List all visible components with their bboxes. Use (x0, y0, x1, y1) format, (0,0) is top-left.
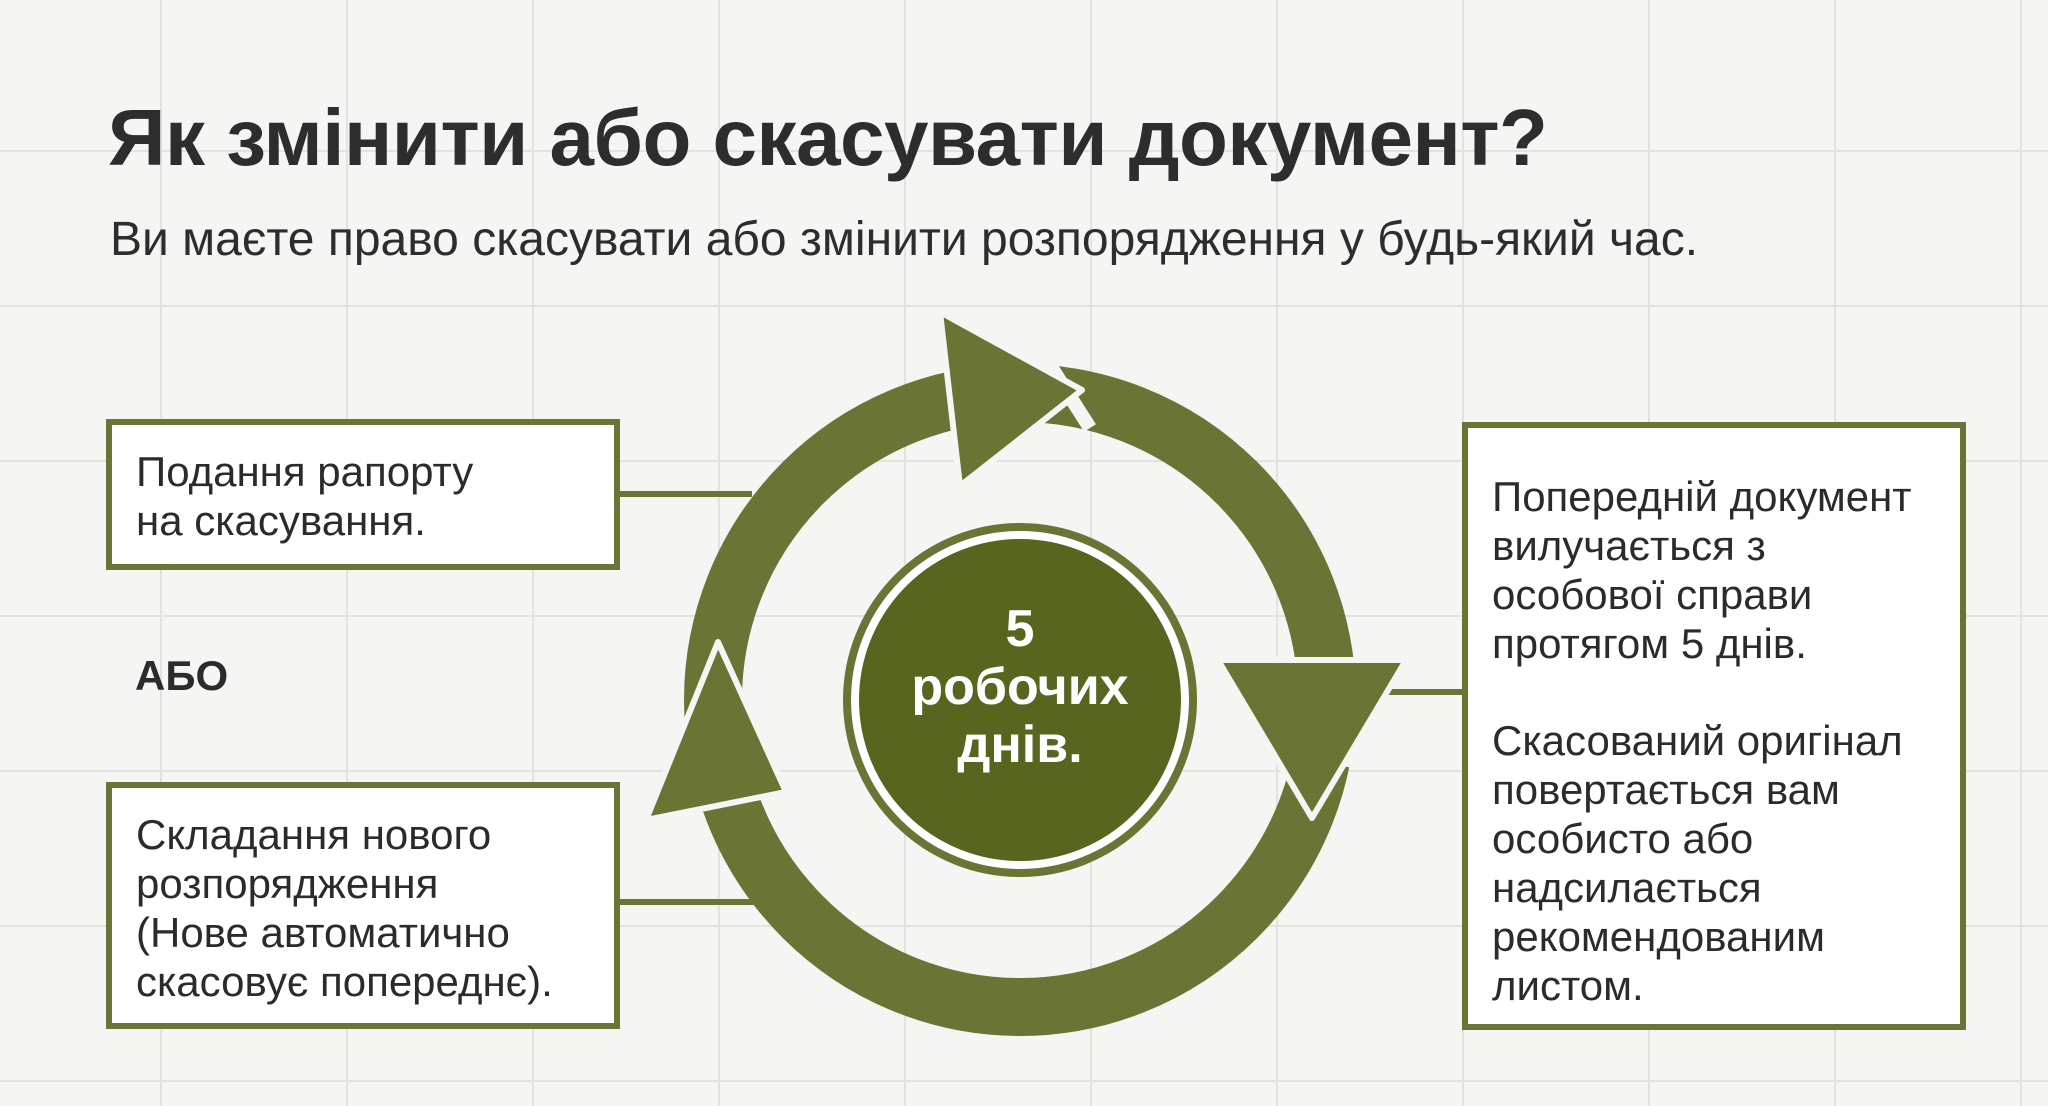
or-separator: АБО (135, 652, 229, 699)
result-line: надсилається (1492, 864, 1762, 911)
result-line: листом. (1492, 962, 1644, 1009)
result-box: Попередній документ вилучається з особов… (1462, 422, 1966, 1030)
result-line: протягом 5 днів. (1492, 620, 1807, 667)
step-box-report: Подання рапорту на скасування. (106, 419, 620, 570)
result-paragraph-removal: Попередній документ вилучається з особов… (1492, 472, 1936, 668)
result-line: Попередній документ (1492, 473, 1912, 520)
result-line: вилучається з (1492, 522, 1766, 569)
center-badge (851, 531, 1189, 869)
center-badge-outline (843, 523, 1197, 877)
result-line: рекомендованим (1492, 913, 1825, 960)
result-line: повертається вам (1492, 766, 1840, 813)
result-paragraph-return: Скасований оригінал повертається вам осо… (1492, 716, 1936, 1010)
result-line: особової справи (1492, 571, 1813, 618)
center-badge-word1: робочих (911, 658, 1129, 716)
arrow-head-left-icon (643, 639, 789, 823)
result-line: Скасований оригінал (1492, 717, 1903, 764)
page-title: Як змінити або скасувати документ? (108, 93, 1548, 182)
step-box-report-line: на скасування. (136, 497, 426, 544)
arrow-head-right-icon (1215, 657, 1409, 821)
step-box-new-order-line: (Нове автоматично (136, 909, 510, 956)
step-box-new-order: Складання нового розпорядження (Нове авт… (106, 782, 620, 1029)
step-box-new-order-line: скасовує попереднє). (136, 958, 553, 1005)
result-line: особисто або (1492, 815, 1754, 862)
center-badge-text: 5 робочих днів. (880, 600, 1160, 774)
page-subtitle: Ви маєте право скасувати або змінити роз… (110, 213, 1699, 266)
step-box-new-order-line: Складання нового (136, 811, 492, 858)
arrow-head-top-icon (937, 309, 1085, 489)
center-badge-word2: днів. (957, 716, 1083, 774)
step-box-report-line: Подання рапорту (136, 448, 474, 495)
step-box-new-order-line: розпорядження (136, 860, 439, 907)
center-badge-number: 5 (1005, 600, 1035, 658)
